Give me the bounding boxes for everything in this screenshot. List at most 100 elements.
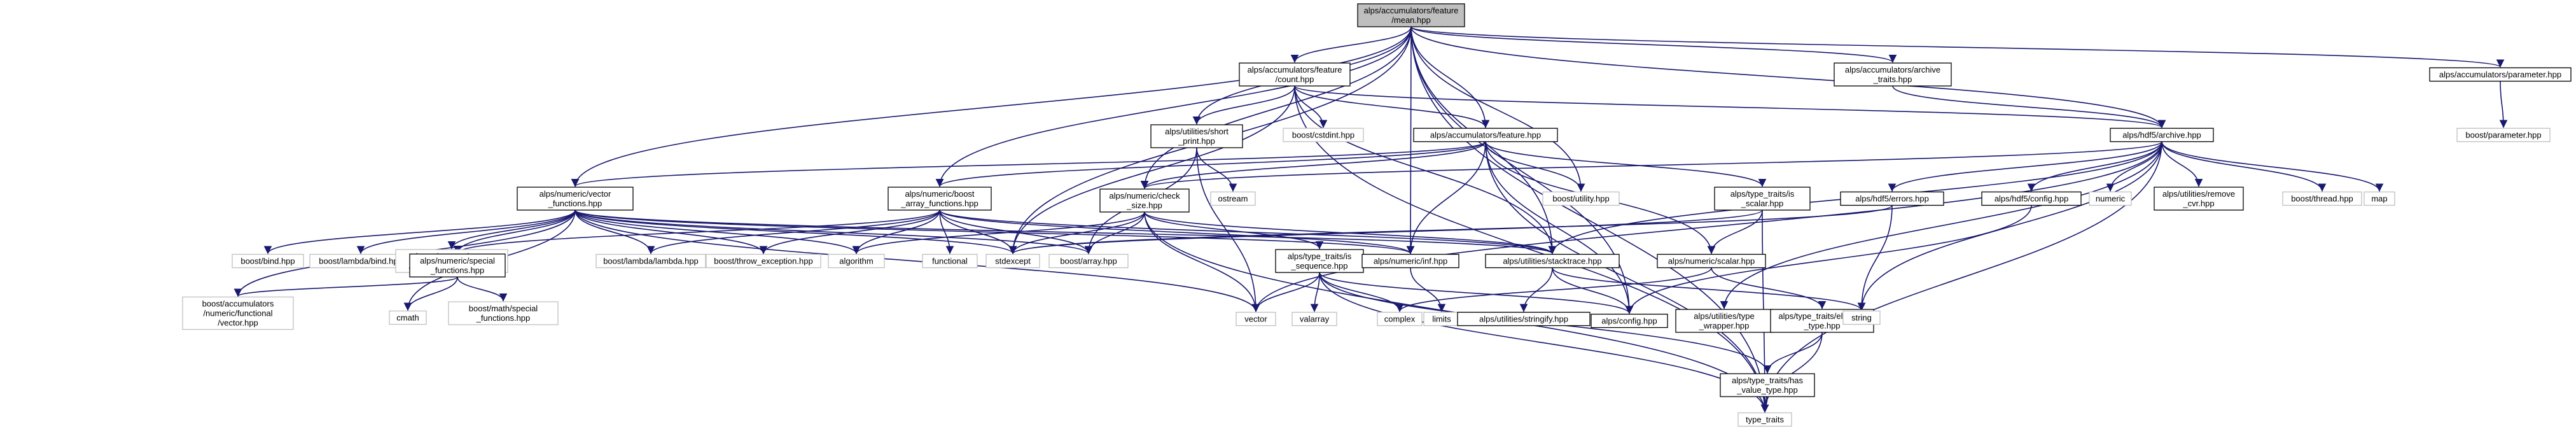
node-hdf5-errors[interactable]: alps/hdf5/errors.hpp	[1840, 191, 1944, 206]
node-label: alps/accumulators/feature	[1364, 6, 1459, 15]
node-box	[1457, 311, 1591, 327]
node-label: _print.hpp	[1178, 136, 1215, 146]
node-short-print[interactable]: alps/utilities/short_print.hpp	[1150, 124, 1243, 148]
edge-hdf5_archive-to-hdf5_config	[2027, 141, 2162, 192]
edge-count-to-stacktrace	[1294, 85, 1557, 255]
node-label: alps/utilities/remove	[2162, 189, 2235, 199]
node-boost-array-functions[interactable]: alps/numeric/boost_array_functions.hpp	[888, 187, 992, 211]
edge-vector_functions-to-inf	[574, 209, 1414, 255]
node-label: boost/math/special	[469, 304, 538, 313]
node-parameter[interactable]: alps/accumulators/parameter.hpp	[2429, 67, 2572, 82]
edge-boost_array_functions-to-inf	[939, 209, 1415, 255]
edge-stacktrace-to-alps_config	[1552, 267, 1634, 314]
edge-special_functions-to-cmath	[403, 276, 458, 311]
node-box	[828, 253, 885, 269]
node-type-wrapper[interactable]: alps/utilities/type_wrapper.hpp	[1675, 309, 1773, 333]
edge-stacktrace-to-string	[1552, 267, 1866, 311]
edge-feature-to-boost_utility	[1485, 141, 1585, 192]
node-numeric-scalar[interactable]: alps/numeric/scalar.hpp	[1657, 253, 1766, 269]
edge-hdf5_archive-to-type_wrapper	[1720, 141, 2162, 309]
node-label: boost/thread.hpp	[2291, 194, 2353, 204]
node-lambda-lambda: boost/lambda/lambda.hpp	[595, 253, 706, 269]
edge-hdf5_archive-to-vector	[1251, 141, 2162, 313]
edge-feature-to-vector_functions	[571, 141, 1486, 187]
node-vector: vector	[1236, 311, 1276, 327]
node-box	[448, 301, 559, 325]
edge-numeric_scalar-to-complex	[1395, 267, 1712, 313]
node-throw-exception: boost/throw_exception.hpp	[706, 253, 821, 269]
node-complex: complex	[1377, 311, 1423, 327]
node-label: boost/throw_exception.hpp	[714, 257, 812, 266]
node-archive-traits[interactable]: alps/accumulators/archive_traits.hpp	[1834, 62, 1952, 87]
node-box	[2282, 191, 2362, 206]
node-box	[2456, 127, 2551, 143]
node-stacktrace[interactable]: alps/utilities/stacktrace.hpp	[1485, 253, 1620, 269]
node-box	[1737, 412, 1792, 427]
node-count[interactable]: alps/accumulators/feature/count.hpp	[1239, 62, 1351, 87]
edge-count-to-short_print	[1192, 85, 1295, 125]
node-label: limits	[1432, 314, 1451, 324]
node-stringify[interactable]: alps/utilities/stringify.hpp	[1457, 311, 1591, 327]
edge-count-to-hdf5_archive	[1294, 85, 2166, 129]
edge-hdf5_archive-to-check_size	[1141, 141, 2162, 189]
node-special-functions[interactable]: alps/numeric/special_functions.hpp	[409, 253, 506, 278]
node-box	[182, 296, 294, 330]
node-vector-functions[interactable]: alps/numeric/vector_functions.hpp	[517, 187, 634, 211]
node-hdf5-config[interactable]: alps/hdf5/config.hpp	[1981, 191, 2082, 206]
node-box	[1239, 62, 1351, 87]
edge-boost_array_functions-to-throw_exception	[759, 209, 940, 255]
node-label: complex	[1384, 314, 1416, 324]
node-inf[interactable]: alps/numeric/inf.hpp	[1361, 253, 1459, 269]
node-label: _scalar.hpp	[1741, 199, 1784, 208]
node-label: numeric	[2096, 194, 2126, 204]
edge-is_scalar-to-numeric_scalar	[1707, 209, 1763, 255]
node-label: alps/numeric/special	[420, 256, 495, 265]
node-box	[232, 253, 304, 269]
node-box	[1675, 309, 1773, 333]
edge-check_size-to-stdexcept	[1008, 211, 1145, 255]
node-boost-parameter: boost/parameter.hpp	[2456, 127, 2551, 143]
node-remove-cvr[interactable]: alps/utilities/remove_cvr.hpp	[2154, 187, 2244, 211]
edge-feature-to-check_size	[1140, 141, 1486, 189]
edge-short_print-to-ostream	[1196, 147, 1237, 192]
node-mean[interactable]: alps/accumulators/feature/mean.hpp	[1357, 3, 1465, 27]
edge-feature-to-is_scalar	[1485, 141, 1767, 187]
edge-check_size-to-algorithm	[852, 211, 1145, 255]
node-has-value-type[interactable]: alps/type_traits/has_value_type.hpp	[1720, 373, 1815, 397]
node-label: _functions.hpp	[548, 199, 602, 208]
node-box	[1361, 253, 1459, 269]
edge-mean-to-boost_array_functions	[935, 26, 1412, 187]
edge-feature-to-boost_array_functions	[935, 141, 1486, 187]
node-is-scalar[interactable]: alps/type_traits/is_scalar.hpp	[1714, 187, 1811, 211]
node-hdf5-archive[interactable]: alps/hdf5/archive.hpp	[2110, 127, 2214, 143]
node-label: alps/utilities/type	[1694, 311, 1754, 321]
node-label: alps/hdf5/config.hpp	[1995, 194, 2068, 204]
edge-count-to-type_traits	[1294, 85, 1769, 413]
edge-hdf5_archive-to-string	[1857, 141, 2162, 311]
node-limits: limits	[1423, 311, 1460, 327]
edge-hdf5_config-to-alps_config	[1625, 205, 2032, 314]
node-alps-config[interactable]: alps/config.hpp	[1591, 313, 1668, 329]
node-label: alps/accumulators/feature.hpp	[1430, 131, 1541, 140]
edge-mean-to-count	[1290, 26, 1412, 63]
node-lambda-bind: boost/lambda/bind.hpp	[309, 253, 412, 269]
node-box	[1291, 311, 1337, 327]
edge-parameter-to-boost_parameter	[2499, 81, 2508, 129]
edge-boost_array_functions-to-functional	[939, 209, 954, 255]
node-label: _sequence.hpp	[1291, 261, 1348, 271]
node-label: string	[1851, 313, 1872, 323]
edge-hdf5_errors-to-string	[1857, 205, 1893, 311]
node-box	[1714, 187, 1811, 211]
edge-is_sequence-to-alps_config	[1319, 272, 1634, 314]
node-check-size[interactable]: alps/numeric/check_size.hpp	[1099, 188, 1190, 213]
node-label: boost/parameter.hpp	[2465, 131, 2541, 140]
node-feature[interactable]: alps/accumulators/feature.hpp	[1413, 127, 1558, 143]
node-is-sequence[interactable]: alps/type_traits/is_sequence.hpp	[1275, 249, 1364, 273]
node-label: boost/utility.hpp	[1552, 194, 1609, 204]
edge-count-to-feature	[1294, 85, 1490, 129]
edge-archive_traits-to-hdf5_archive	[1892, 85, 2166, 129]
edge-boost_array_functions-to-special_functions	[453, 209, 940, 254]
node-label: alps/utilities/stacktrace.hpp	[1503, 257, 1601, 266]
node-label: _array_functions.hpp	[900, 199, 978, 208]
